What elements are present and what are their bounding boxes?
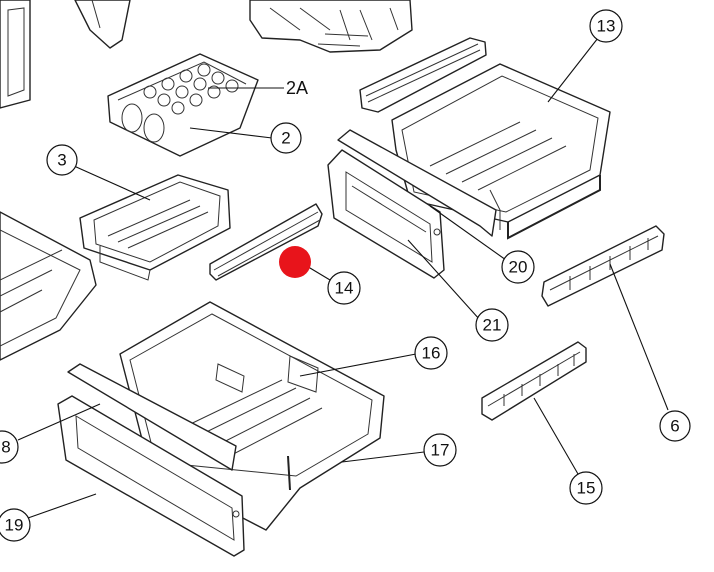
- rail-six-part: [541, 225, 665, 307]
- leader-17: [341, 451, 425, 463]
- red-marker-dot: [279, 246, 311, 278]
- callout-2: 2: [270, 122, 302, 154]
- callout-6: 6: [659, 410, 691, 442]
- callout-2A-label: 2A: [286, 78, 308, 98]
- callout-14: 14: [327, 271, 361, 305]
- callout-20-label: 20: [509, 258, 528, 277]
- callout-16-label: 16: [422, 344, 441, 363]
- callout-15-label: 15: [577, 479, 596, 498]
- callout-6-label: 6: [670, 417, 679, 436]
- lower-front-part: [57, 363, 245, 557]
- leader-13: [547, 37, 599, 103]
- callout-16: 16: [414, 336, 448, 370]
- callout-2-label: 2: [281, 129, 290, 148]
- callout-20: 20: [501, 250, 535, 284]
- callout-8-label: 8: [1, 438, 10, 457]
- upper-bin-part: [74, 0, 131, 49]
- slide-rail-part: [209, 203, 323, 281]
- leader-8: [17, 403, 101, 441]
- leader-16: [299, 353, 417, 377]
- callout-3-label: 3: [57, 151, 66, 170]
- callout-13-label: 13: [597, 17, 616, 36]
- leader-lines: [17, 37, 669, 519]
- callout-3: 3: [46, 144, 78, 176]
- callout-14-label: 14: [335, 279, 354, 298]
- leader-15: [533, 397, 579, 475]
- leader-21: [407, 239, 481, 321]
- door-edge-part: [0, 0, 31, 109]
- callout-13: 13: [589, 9, 623, 43]
- callout-17-label: 17: [431, 441, 450, 460]
- leader-20: [429, 205, 507, 261]
- rail-fifteen-part: [481, 341, 587, 421]
- small-bin-part: [79, 174, 231, 281]
- callout-8: 8: [0, 430, 19, 464]
- left-bin-part: [0, 211, 97, 361]
- crisper-front-part: [327, 129, 497, 279]
- callout-15: 15: [569, 471, 603, 505]
- callout-19-label: 19: [5, 516, 24, 535]
- leader-6: [609, 263, 669, 411]
- leader-19: [27, 493, 97, 519]
- callout-2A: 2A: [286, 78, 308, 98]
- leader-3: [73, 165, 151, 201]
- callout-21: 21: [475, 308, 509, 342]
- callout-19: 19: [0, 508, 31, 542]
- ice-tray-part: [107, 53, 259, 157]
- callout-17: 17: [423, 433, 457, 467]
- callout-21-label: 21: [483, 316, 502, 335]
- ice-maker-frame-part: [249, 0, 413, 53]
- leader-2: [189, 127, 273, 139]
- shelf-rail-part: [359, 37, 487, 113]
